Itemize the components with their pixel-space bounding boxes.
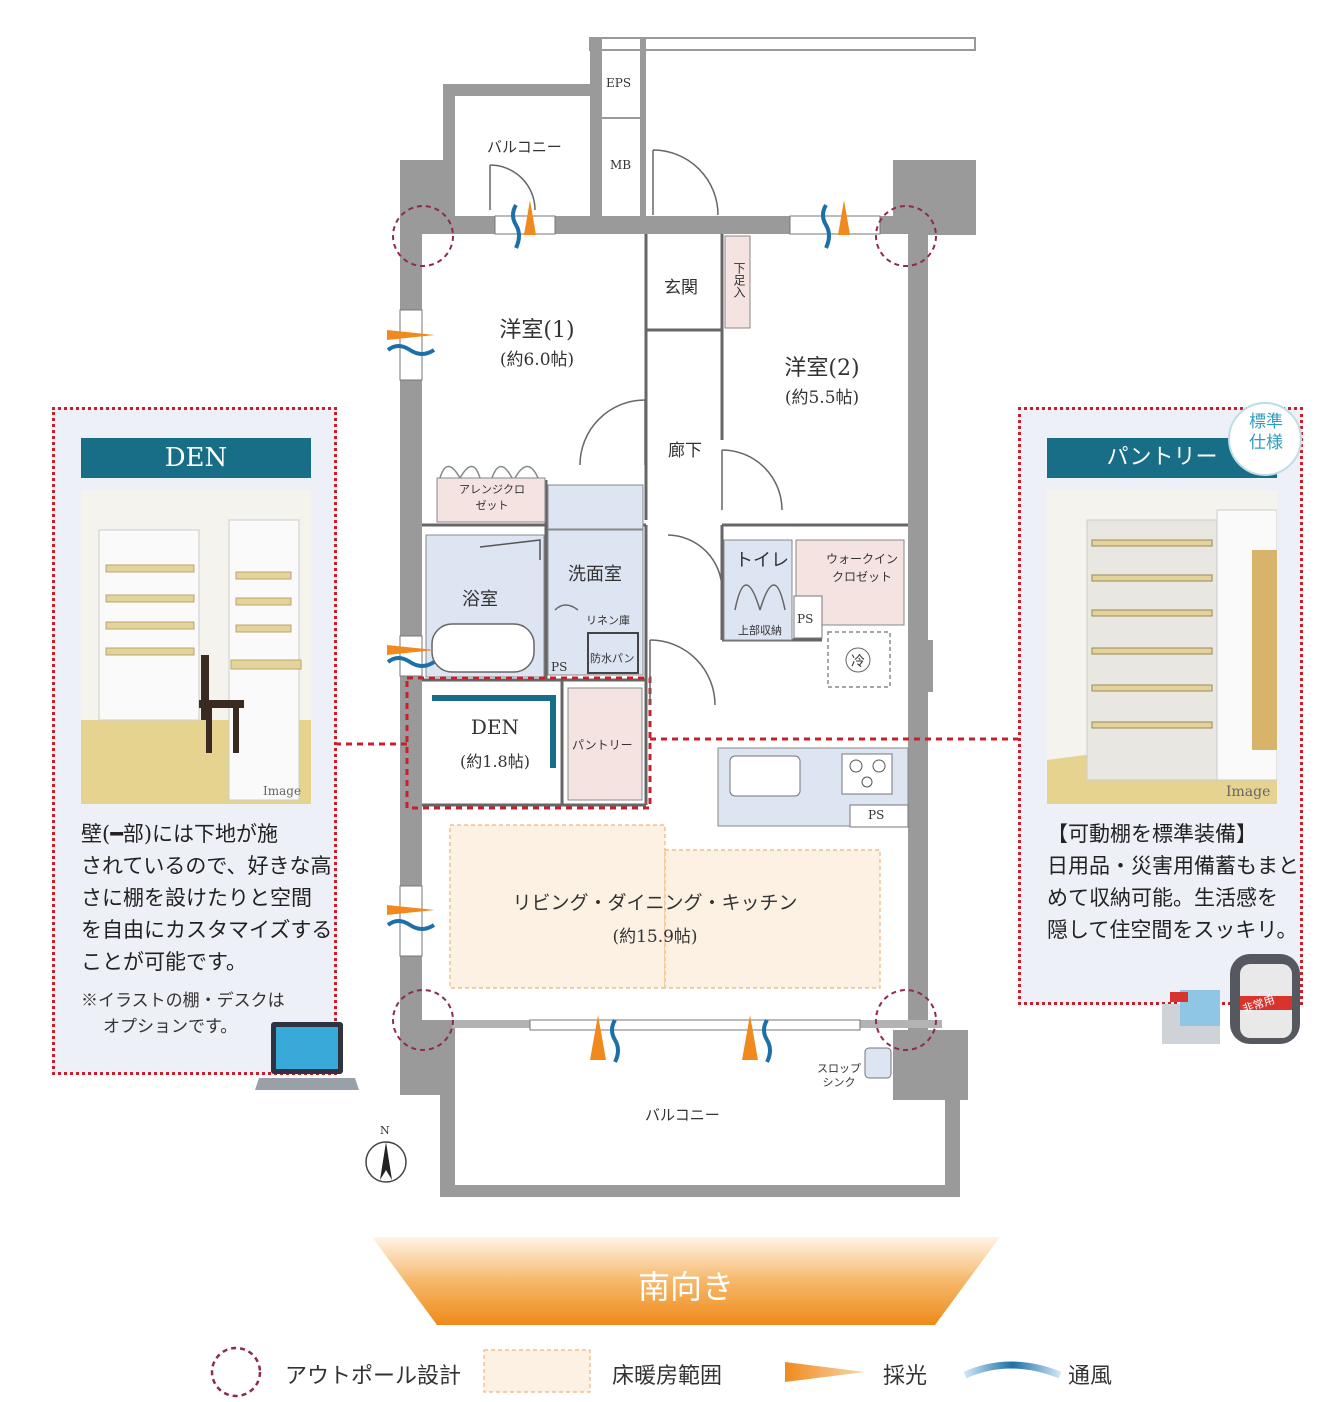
- ps-label-toilet: PS: [797, 612, 814, 626]
- ldk-name: リビング・ダイニング・キッチン: [512, 892, 798, 914]
- den-connector: [335, 742, 410, 746]
- upper-storage-label: 上部収納: [738, 624, 782, 637]
- entrance-label: 玄関: [664, 278, 698, 298]
- western-room-2-name: 洋室(2): [784, 356, 860, 381]
- pantry-image-tag: Image: [1226, 784, 1271, 800]
- legend-ventilation-label: 通風: [1068, 1364, 1113, 1389]
- balcony-north-label: バルコニー: [487, 138, 562, 156]
- doors: [489, 149, 783, 706]
- interior-walls: [422, 234, 908, 807]
- pantry-caption: 【可動棚を標準装備】 日用品・災害用備蓄もまと めて収納可能。生活感を 隠して住…: [1047, 818, 1299, 946]
- ventilation-legend-icon: [963, 1361, 1062, 1379]
- den-room-size: (約1.8帖): [460, 752, 530, 771]
- shoe-storage-label: 下足入: [732, 262, 746, 298]
- den-caption-line: さに棚を設けたりと空間: [81, 886, 312, 910]
- mb-label: MB: [610, 158, 632, 172]
- den-panel-title: DEN: [81, 438, 311, 478]
- ventilation-icons: [386, 203, 831, 1063]
- den-note: ※イラストの棚・デスクは オプションです。: [81, 988, 285, 1040]
- laptop-icon: [255, 1022, 359, 1090]
- outpole-markers: [392, 205, 937, 1051]
- den-caption: 壁(━部)には下地が施 されているので、好きな高 さに棚を設けたりと空間 を自由…: [81, 818, 332, 978]
- toilet-closet-area: [723, 539, 905, 688]
- pantry-caption-line: 隠して住空間をスッキリ。: [1047, 918, 1298, 942]
- north-structure: [443, 37, 976, 218]
- windows: [399, 215, 881, 1031]
- outpole-legend-icon: [210, 1346, 262, 1398]
- washroom-label: 洗面室: [568, 564, 622, 585]
- ps-label-kitchen: PS: [868, 808, 885, 822]
- eps-label: EPS: [606, 76, 632, 90]
- pantry-photo: [1047, 490, 1277, 804]
- western-room-1-size: (約6.0帖): [499, 350, 575, 370]
- den-room-name: DEN: [470, 715, 520, 739]
- fridge-label: 冷: [851, 654, 865, 670]
- walkin-closet-label: ウォークインクロゼット: [825, 552, 898, 584]
- den-image-tag: Image: [263, 784, 302, 798]
- toilet-label: トイレ: [735, 550, 789, 571]
- ldk-size: (約15.9帖): [612, 927, 698, 947]
- pantry-caption-line: めて収納可能。生活感を: [1047, 886, 1278, 910]
- shoe-storage: [724, 235, 751, 329]
- floor-heating-area: [449, 824, 881, 989]
- standard-spec-badge-text: 標準仕様: [1249, 412, 1283, 453]
- ps-label-wash: PS: [551, 660, 568, 674]
- daylight-icons: [387, 200, 850, 1060]
- western-room-1-name: 洋室(1): [499, 318, 575, 343]
- legend-daylight-label: 採光: [883, 1364, 928, 1389]
- waterproof-pan-label: 防水パン: [590, 652, 635, 665]
- legend-floor-heating-label: 床暖房範囲: [612, 1364, 723, 1389]
- pantry-caption-line: 日用品・災害用備蓄もまと: [1047, 854, 1299, 878]
- balcony-south-label: バルコニー: [645, 1106, 720, 1124]
- pantry-caption-line: 【可動棚を標準装備】: [1047, 822, 1257, 846]
- emergency-kit-icon: [1162, 954, 1300, 1044]
- standard-spec-badge: 標準仕様: [1228, 402, 1302, 476]
- den-note-line: ※イラストの棚・デスクは: [81, 991, 285, 1011]
- den-caption-line: されているので、好きな高: [81, 854, 332, 878]
- kitchen: [717, 747, 909, 828]
- compass-n-label: N: [380, 1124, 390, 1137]
- pantry-panel-title: パントリー: [1047, 438, 1277, 478]
- pantry-panel: パントリー Image 【可動棚を標準装備】 日用品・災害用備蓄もまと めて収納…: [1018, 407, 1303, 1005]
- den-panel: DEN Image 壁: [52, 407, 337, 1075]
- orientation-label: 南向き: [637, 1268, 734, 1306]
- daylight-legend-icon: [785, 1362, 865, 1382]
- hallway-label: 廊下: [668, 441, 702, 461]
- linen-label: リネン庫: [586, 614, 630, 627]
- wet-area: [425, 484, 644, 678]
- floor-heating-legend-icon: [483, 1349, 591, 1393]
- den-caption-line: 壁(━部)には下地が施: [81, 822, 279, 846]
- compass-icon: [365, 1141, 407, 1183]
- western-room-2-size: (約5.5帖): [784, 388, 860, 408]
- pantry-connector: [650, 737, 1020, 741]
- den-caption-line: ことが可能です。: [81, 950, 247, 974]
- slop-sink: [864, 1047, 892, 1079]
- pantry-room-label: パントリー: [572, 738, 633, 752]
- bathroom-label: 浴室: [462, 589, 498, 610]
- slop-sink-label: スロップシンク: [817, 1062, 861, 1089]
- den-area: [405, 676, 652, 810]
- legend-outpole-label: アウトポール設計: [285, 1364, 462, 1389]
- den-caption-line: を自由にカスタマイズする: [81, 918, 333, 942]
- den-photo: [81, 490, 311, 804]
- den-note-line: オプションです。: [103, 1017, 238, 1037]
- arrange-closet-label: アレンジクロゼット: [459, 483, 525, 512]
- orientation-banner: [372, 1237, 1000, 1325]
- arrange-closet-area: [436, 465, 546, 523]
